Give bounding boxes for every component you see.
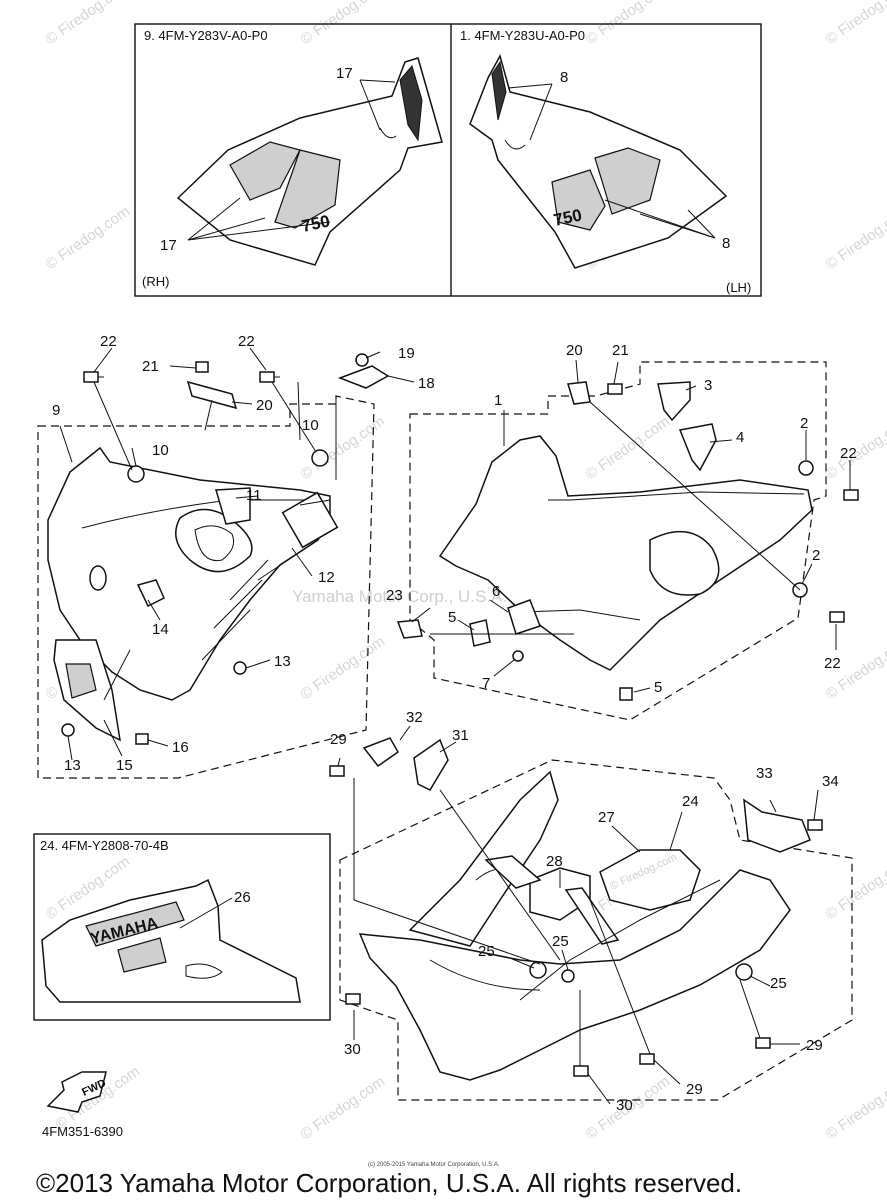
lh-side-label: (LH)	[726, 280, 751, 295]
screw-21	[195, 361, 209, 373]
right-side-cowling-assembly: 22 22 21 20 19 18 9 10 10 11 12 14 13 13…	[37, 333, 435, 779]
label-32: 32	[406, 709, 423, 726]
top-inset-panels: 9. 4FM-Y283V-A0-P0 1. 4FM-Y283U-A0-P0 (R…	[134, 23, 762, 297]
panel-24-inset: 24. 4FM-Y2808-70-4B YAMAHA 26	[33, 833, 331, 1021]
label-3: 3	[704, 377, 712, 394]
label-16: 16	[172, 739, 189, 756]
label-21: 21	[612, 342, 629, 359]
bolt-22-b	[259, 371, 280, 383]
label-25: 25	[478, 943, 495, 960]
label-2: 2	[800, 415, 808, 432]
label-34: 34	[822, 773, 839, 790]
bolt-22-a	[83, 371, 104, 383]
label-2: 2	[812, 547, 820, 564]
label-17: 17	[160, 237, 177, 254]
panel-24-code: 24. 4FM-Y2808-70-4B	[40, 838, 169, 853]
inset-frame	[134, 23, 762, 297]
watermark-site: © Firedog.com	[43, 0, 134, 48]
label-9: 9	[52, 402, 60, 419]
label-22: 22	[824, 655, 841, 672]
watermark-site: © Firedog.com	[823, 203, 887, 273]
label-22: 22	[840, 445, 857, 462]
label-7: 7	[482, 675, 490, 692]
rh-inset-code: 9. 4FM-Y283V-A0-P0	[144, 28, 268, 43]
label-20: 20	[566, 342, 583, 359]
label-29: 29	[686, 1081, 703, 1098]
label-30: 30	[616, 1097, 633, 1114]
label-13: 13	[274, 653, 291, 670]
label-19: 19	[398, 345, 415, 362]
diagram-number: 4FM351-6390	[42, 1124, 123, 1139]
small-print-copyright: (c) 2005-2015 Yamaha Motor Corporation, …	[368, 1162, 500, 1168]
label-6: 6	[492, 583, 500, 600]
footer-copyright: ©2013 Yamaha Motor Corporation, U.S.A. A…	[36, 1168, 742, 1198]
label-29: 29	[330, 731, 347, 748]
label-12: 12	[318, 569, 335, 586]
label-18: 18	[418, 375, 435, 392]
watermark-site: © Firedog.com	[823, 0, 887, 48]
label-20: 20	[256, 397, 273, 414]
label-8: 8	[722, 235, 730, 252]
label-10: 10	[152, 442, 169, 459]
label-30: 30	[344, 1041, 361, 1058]
label-15: 15	[116, 757, 133, 774]
watermark-site: © Firedog.com	[823, 853, 887, 923]
panel-24-frame	[33, 833, 331, 1021]
watermark-site: © Firedog.com	[583, 413, 674, 483]
label-5: 5	[654, 679, 662, 696]
label-22: 22	[100, 333, 117, 350]
label-29: 29	[806, 1037, 823, 1054]
label-22: 22	[238, 333, 255, 350]
watermark-center: Yamaha Motor Corp., U.S.A.	[292, 587, 507, 606]
label-4: 4	[736, 429, 744, 446]
lh-decal-graphic: 750	[469, 54, 728, 269]
label-8: 8	[560, 69, 568, 86]
watermark-site: © Firedog.com	[298, 1073, 389, 1143]
label-33: 33	[756, 765, 773, 782]
label-24: 24	[682, 793, 699, 810]
label-1: 1	[494, 392, 502, 409]
label-31: 31	[452, 727, 469, 744]
label-26: 26	[234, 889, 251, 906]
label-27: 27	[598, 809, 615, 826]
rh-decal-graphic: 750	[176, 57, 443, 266]
rh-side-label: (RH)	[142, 274, 169, 289]
label-25: 25	[552, 933, 569, 950]
label-17: 17	[336, 65, 353, 82]
watermark-site: © Firedog.com	[823, 1073, 887, 1143]
forward-arrow: FWD	[46, 1071, 108, 1113]
label-28: 28	[546, 853, 563, 870]
label-21: 21	[142, 358, 159, 375]
watermark-site: © Firedog.com	[298, 633, 389, 703]
label-10: 10	[302, 417, 319, 434]
left-side-cowling-assembly: 1 20 21 3 4 2 22 2 22 23 6 5 7 5	[386, 342, 859, 721]
lh-inset-code: 1. 4FM-Y283U-A0-P0	[460, 28, 585, 43]
label-25: 25	[770, 975, 787, 992]
label-14: 14	[152, 621, 169, 638]
label-11: 11	[246, 487, 262, 504]
under-cowling-assembly: © Firedog.com	[329, 709, 853, 1114]
label-23: 23	[386, 587, 403, 604]
label-13: 13	[64, 757, 81, 774]
watermark-site: © Firedog.com	[43, 203, 134, 273]
label-5: 5	[448, 609, 456, 626]
